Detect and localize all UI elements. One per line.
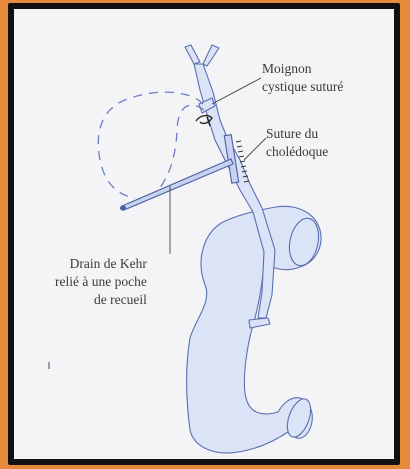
label-line: Drain de Kehr (55, 255, 147, 273)
label-cystic-stump: Moignon cystique suturé (262, 60, 343, 96)
leader-moignon (212, 78, 261, 104)
label-line: Moignon (262, 60, 343, 78)
hepatic-duct-left (185, 45, 200, 64)
label-line: cholédoque (266, 143, 328, 161)
hepatic-duct-right (203, 45, 219, 66)
kehr-drain-tube (122, 159, 233, 210)
label-line: Suture du (266, 125, 328, 143)
label-kehr-drain: Drain de Kehr relié à une poche de recue… (55, 255, 147, 309)
leader-suture (244, 138, 266, 160)
label-choledochal-suture: Suture du cholédoque (266, 125, 328, 161)
label-line: relié à une poche (55, 273, 147, 291)
label-line: cystique suturé (262, 78, 343, 96)
pancreatic-duct (249, 318, 270, 328)
kehr-drain-end (120, 205, 126, 210)
label-line: de recueil (55, 291, 147, 309)
stray-mark (48, 362, 50, 369)
